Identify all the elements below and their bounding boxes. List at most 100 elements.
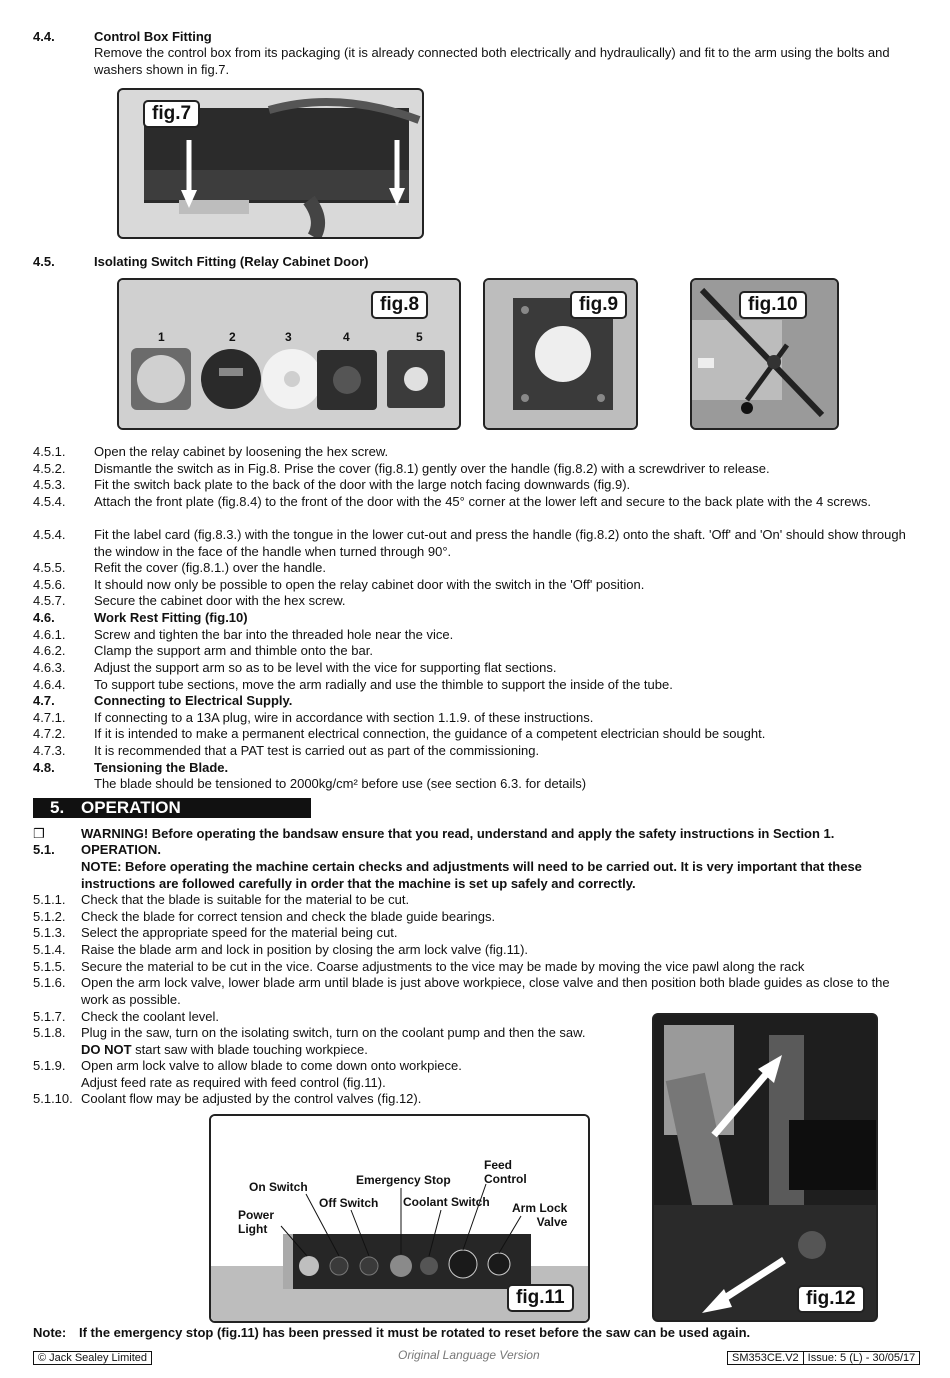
fig9-image: fig.9 — [483, 278, 638, 430]
step-number: 4.7.3. — [33, 743, 66, 758]
step-text: Secure the material to be cut in the vic… — [81, 959, 805, 974]
step-text: It is recommended that a PAT test is car… — [94, 743, 540, 758]
section-title: Isolating Switch Fitting (Relay Cabinet … — [94, 254, 369, 269]
step-text: Plug in the saw, turn on the isolating s… — [81, 1025, 586, 1040]
coolant-valve-photo — [654, 1015, 876, 1320]
part-number: 5 — [416, 330, 423, 344]
step-number: 4.5.4. — [33, 527, 66, 542]
part-number: 1 — [158, 330, 165, 344]
fig10-image: fig.10 — [690, 278, 839, 430]
step-text: Adjust feed rate as required with feed c… — [81, 1075, 386, 1090]
callout-on-switch: On Switch — [249, 1180, 308, 1194]
section-number: 4.6. — [33, 610, 55, 625]
step-text: Coolant flow may be adjusted by the cont… — [81, 1091, 422, 1106]
step-number: 4.6.2. — [33, 643, 66, 658]
step-text: Fit the switch back plate to the back of… — [94, 477, 631, 492]
section-title: Connecting to Electrical Supply. — [94, 693, 293, 708]
section-4-4-body: Remove the control box from its packagin… — [33, 45, 913, 79]
step-number: 4.6.3. — [33, 660, 66, 675]
part-number: 2 — [229, 330, 236, 344]
step-number: 5.1.3. — [33, 925, 66, 940]
section-number: 4.8. — [33, 760, 55, 775]
callout-coolant-switch: Coolant Switch — [403, 1195, 490, 1209]
fig-label: fig.11 — [507, 1284, 574, 1312]
step-text: Check the coolant level. — [81, 1009, 220, 1024]
part-number: 3 — [285, 330, 292, 344]
step-number: 4.5.5. — [33, 560, 66, 575]
work-rest-photo — [692, 280, 837, 428]
step-text: Fit the label card (fig.8.3.) with the t… — [94, 527, 906, 559]
step-text: Dismantle the switch as in Fig.8. Prise … — [94, 461, 770, 476]
step-text: Clamp the support arm and thimble onto t… — [94, 643, 373, 658]
language-version: Original Language Version — [398, 1348, 540, 1362]
switch-parts-photo — [119, 280, 459, 428]
section-title: Control Box Fitting — [94, 29, 212, 44]
section-title: OPERATION. — [81, 842, 161, 857]
fig11-image: Power Light On Switch Off Switch Emergen… — [209, 1114, 590, 1323]
part-number: 4 — [343, 330, 350, 344]
step-number: 4.5.3. — [33, 477, 66, 492]
callout-off-switch: Off Switch — [319, 1196, 379, 1210]
fig8-image: 1 2 3 4 5 fig.8 — [117, 278, 461, 430]
emphasis-text: DO NOT — [81, 1042, 132, 1057]
note-text: NOTE: Before operating the machine certa… — [81, 859, 862, 891]
section-title: OPERATION — [81, 798, 181, 817]
fig7-image: fig.7 — [117, 88, 424, 239]
step-text: Select the appropriate speed for the mat… — [81, 925, 398, 940]
section-title: Tensioning the Blade. — [94, 760, 229, 775]
fig-label: fig.7 — [143, 100, 201, 128]
step-text: It should now only be possible to open t… — [94, 577, 645, 592]
step-number: 4.6.1. — [33, 627, 66, 642]
step-number: 4.5.6. — [33, 577, 66, 592]
section-number: 4.5. — [33, 254, 55, 269]
checkbox-bullet-icon: ❒ — [33, 826, 45, 841]
warning-text: WARNING! Before operating the bandsaw en… — [81, 826, 835, 841]
step-text: Adjust the support arm so as to be level… — [94, 660, 557, 675]
paragraph: The blade should be tensioned to 2000kg/… — [94, 776, 587, 791]
step-number: 5.1.7. — [33, 1009, 66, 1024]
step-number: 4.7.1. — [33, 710, 66, 725]
callout-feed-control: Feed Control — [484, 1158, 527, 1186]
step-text: Attach the front plate (fig.8.4) to the … — [94, 494, 871, 509]
step-number: 5.1.5. — [33, 959, 66, 974]
note-label: Note: — [33, 1325, 67, 1340]
step-number: 4.6.4. — [33, 677, 66, 692]
step-text: Screw and tighten the bar into the threa… — [94, 627, 454, 642]
note-text: If the emergency stop (fig.11) has been … — [79, 1325, 751, 1340]
control-box-photo — [119, 90, 422, 237]
callout-power-light: Power Light — [238, 1208, 275, 1236]
model-code: SM353CE.V2 — [728, 1352, 804, 1364]
step-text: If connecting to a 13A plug, wire in acc… — [94, 710, 594, 725]
section-number: 4.4. — [33, 29, 55, 44]
fig-label: fig.9 — [570, 291, 628, 319]
step-text: Open the arm lock valve, lower blade arm… — [81, 975, 890, 1007]
section-5-header: 5. OPERATION — [33, 798, 311, 818]
step-number: 5.1.8. — [33, 1025, 66, 1040]
step-text: Check the blade for correct tension and … — [81, 909, 496, 924]
issue-info: Issue: 5 (L) - 30/05/17 — [807, 1352, 916, 1364]
step-text: Open the relay cabinet by loosening the … — [94, 444, 389, 459]
step-number: 4.5.2. — [33, 461, 66, 476]
callout-emergency-stop: Emergency Stop — [356, 1173, 451, 1187]
step-number: 5.1.2. — [33, 909, 66, 924]
step-text: Raise the blade arm and lock in position… — [81, 942, 529, 957]
section-number: 5. — [50, 798, 65, 817]
paragraph: Remove the control box from its packagin… — [94, 45, 890, 77]
step-number: 5.1.10. — [33, 1091, 73, 1106]
step-text: If it is intended to make a permanent el… — [94, 726, 766, 741]
step-number: 4.5.4. — [33, 494, 66, 509]
fig-label: fig.12 — [797, 1285, 865, 1313]
step-number: 5.1.4. — [33, 942, 66, 957]
step-number: 4.5.7. — [33, 593, 66, 608]
step-number: 4.5.1. — [33, 444, 66, 459]
step-text: Refit the cover (fig.8.1.) over the hand… — [94, 560, 326, 575]
step-number: 5.1.1. — [33, 892, 66, 907]
section-number: 4.7. — [33, 693, 55, 708]
fig12-image: fig.12 — [652, 1013, 878, 1322]
section-number: 5.1. — [33, 842, 55, 857]
step-number: 4.7.2. — [33, 726, 66, 741]
section-title: Work Rest Fitting (fig.10) — [94, 610, 248, 625]
step-number: 5.1.6. — [33, 975, 66, 990]
step-text: Secure the cabinet door with the hex scr… — [94, 593, 346, 608]
